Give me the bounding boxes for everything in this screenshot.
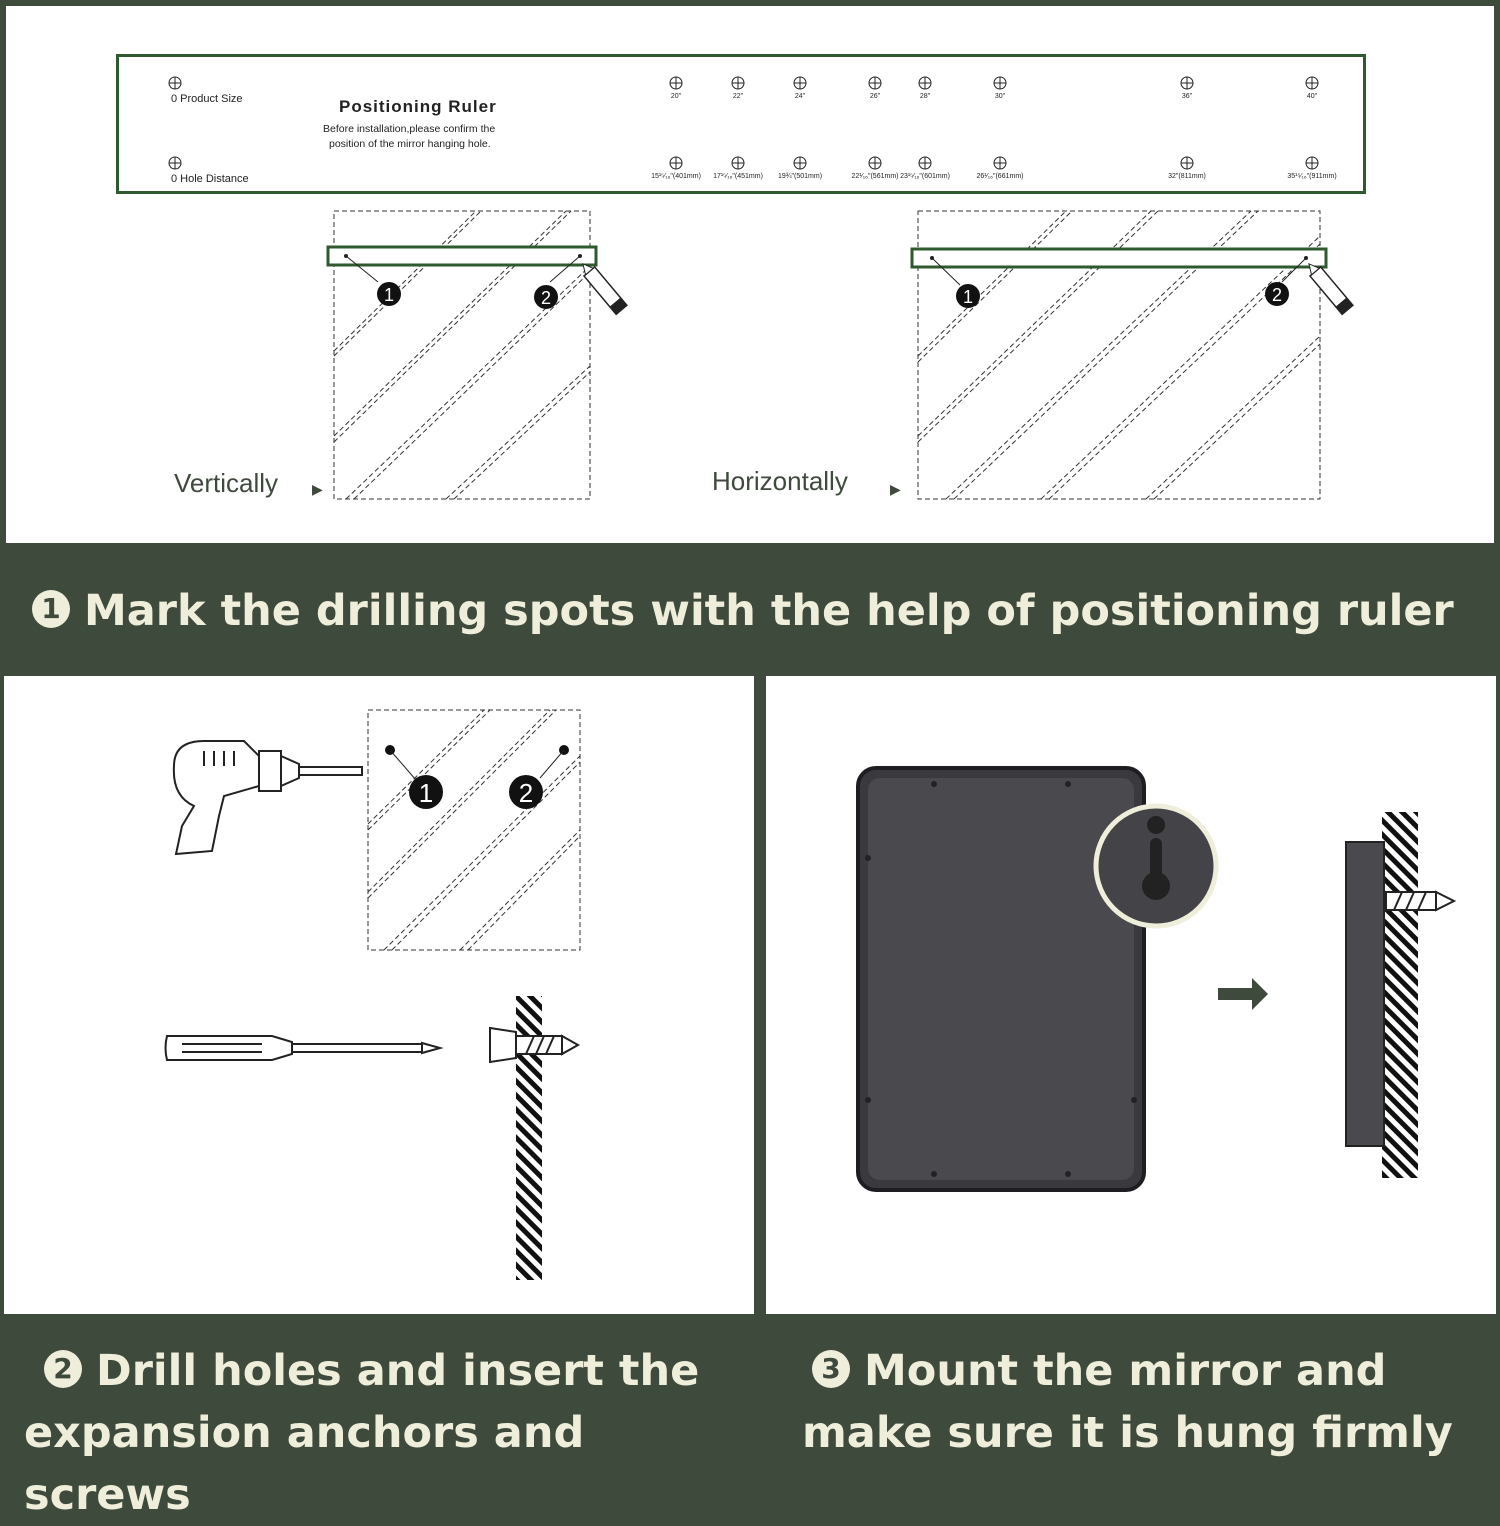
vertical-mirror-diagram: 1 2 bbox=[326, 210, 628, 500]
svg-text:1: 1 bbox=[963, 287, 973, 307]
svg-text:1: 1 bbox=[419, 778, 433, 808]
mirror-back-diagram bbox=[856, 766, 1219, 1192]
arrow-right-icon bbox=[1218, 978, 1268, 1010]
svg-text:2: 2 bbox=[541, 288, 551, 308]
ruler-distance-label: 35¹⁵⁄₁₆"(911mm) bbox=[1287, 173, 1337, 180]
ruler-size-label: 28" bbox=[919, 93, 931, 100]
ruler-note-1: Before installation,please confirm the bbox=[323, 123, 496, 135]
horizontally-label: Horizontally bbox=[712, 466, 848, 496]
drill-holes-diagram: 1 2 bbox=[367, 709, 581, 951]
ruler-size-label: 26" bbox=[869, 93, 881, 100]
arrow-right-icon: ▶ bbox=[312, 482, 323, 498]
screwdriver-icon bbox=[164, 1035, 444, 1061]
ruler-title: Positioning Ruler bbox=[339, 97, 497, 116]
ruler-size-label: 40" bbox=[1306, 93, 1318, 100]
ruler-size-label: 24" bbox=[794, 93, 806, 100]
ruler-note-2: position of the mirror hanging hole. bbox=[329, 138, 491, 150]
ruler-distance-label: 23¹⁵⁄₁₆"(601mm) bbox=[900, 173, 950, 180]
vertically-label: Vertically bbox=[174, 468, 279, 498]
svg-text:2: 2 bbox=[1272, 285, 1282, 305]
ruler-distance-label: 22¹⁄₁₆"(561mm) bbox=[851, 173, 899, 180]
step1-number: 1 bbox=[32, 589, 70, 628]
step2-caption: 2 Drill holes and insert the expansion an… bbox=[24, 1340, 754, 1526]
marker-1-icon bbox=[377, 282, 401, 306]
step1-panel: 0 Product Size 0 Hole Distance Positioni… bbox=[6, 6, 1494, 543]
hole-distance-label: 0 Hole Distance bbox=[171, 173, 249, 185]
ruler-distance-label: 26¹⁄₁₆"(661mm) bbox=[976, 173, 1024, 180]
step3-caption: 3 Mount the mirror and make sure it is hu… bbox=[802, 1340, 1492, 1464]
arrow-right-icon: ▶ bbox=[890, 482, 901, 498]
ruler-size-label: 20" bbox=[670, 93, 682, 100]
step2-line1: Drill holes and insert the bbox=[96, 1346, 700, 1396]
step2-number: 2 bbox=[44, 1349, 82, 1388]
ruler-distance-label: 19¾"(501mm) bbox=[777, 173, 823, 180]
step2-panel: 1 2 bbox=[4, 676, 754, 1314]
ruler-size-label: 30" bbox=[994, 93, 1006, 100]
step3-line1: Mount the mirror and bbox=[864, 1346, 1387, 1396]
ruler-size-label: 36" bbox=[1181, 93, 1193, 100]
marker-2-icon bbox=[534, 285, 558, 309]
product-size-label: 0 Product Size bbox=[171, 93, 243, 105]
step3-line2: make sure it is hung firmly bbox=[802, 1408, 1453, 1458]
positioning-ruler: 0 Product Size 0 Hole Distance Positioni… bbox=[116, 54, 1366, 194]
step1-text: Mark the drilling spots with the help of… bbox=[84, 586, 1454, 636]
ruler-marks bbox=[168, 76, 1319, 170]
step2-line2: expansion anchors and screws bbox=[24, 1408, 585, 1520]
drill-icon bbox=[172, 740, 363, 856]
svg-text:2: 2 bbox=[519, 778, 533, 808]
mirror-side-diagram bbox=[1345, 812, 1457, 1178]
step3-number: 3 bbox=[812, 1349, 850, 1388]
ruler-distance-label: 17¹⁵⁄₁₆"(451mm) bbox=[713, 173, 763, 180]
svg-text:1: 1 bbox=[384, 285, 394, 305]
ruler-size-label: 22" bbox=[732, 93, 744, 100]
horizontal-mirror-diagram: 1 2 bbox=[910, 210, 1354, 500]
marker-pen-icon bbox=[582, 262, 628, 316]
ruler-distance-label: 32"(811mm) bbox=[1168, 173, 1206, 180]
step1-caption: 1 Mark the drilling spots with the help o… bbox=[32, 586, 1454, 636]
wall-anchor-diagram bbox=[489, 996, 581, 1280]
ruler-distance-label: 15¹⁵⁄₁₆"(401mm) bbox=[651, 173, 701, 180]
step3-panel bbox=[766, 676, 1496, 1314]
